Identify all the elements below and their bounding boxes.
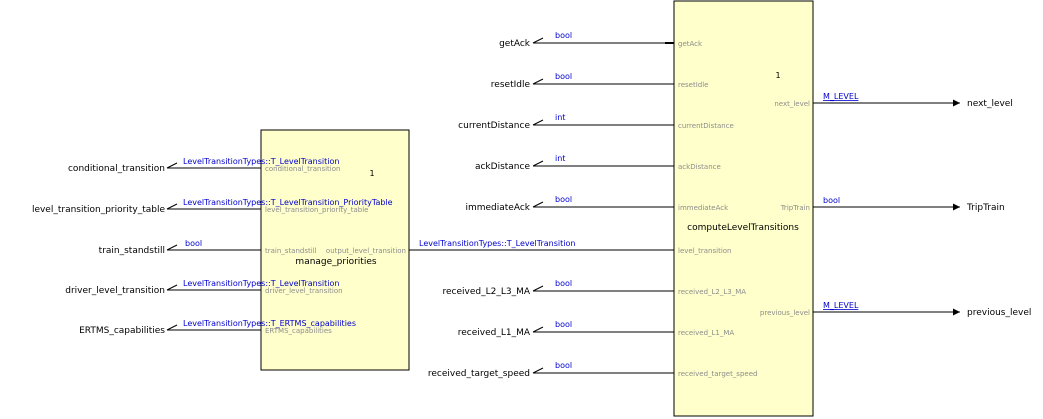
port-train-standstill: train_standstill xyxy=(265,247,317,255)
type-label-level-transition-priority-table: LevelTransitionTypes::T_LevelTransition_… xyxy=(183,198,393,207)
signal-conditional-transition: conditional_transition xyxy=(68,164,165,174)
port-received-l1-ma: received_L1_MA xyxy=(678,329,734,337)
port-marker-getack xyxy=(665,42,674,44)
wire-tick-received-target-speed xyxy=(532,367,544,374)
port-level-transition-priority-table: level_transition_priority_table xyxy=(265,206,368,214)
wire-tick-conditional-transition xyxy=(166,162,178,169)
compute-level-transitions-box[interactable] xyxy=(673,0,814,417)
wire-tick-received-l2-l3-ma xyxy=(532,285,544,292)
port-output-level-transition: output_level_transition xyxy=(326,247,406,255)
port-level-transition: level_transition xyxy=(678,247,732,255)
signal-getack: getAck xyxy=(499,39,531,49)
wire-tick-ertms-capabilities xyxy=(166,324,178,331)
port-getack: getAck xyxy=(678,40,703,48)
type-label-train-standstill: bool xyxy=(185,239,202,248)
type-label-ertms-capabilities: LevelTransitionTypes::T_ERTMS_capabiliti… xyxy=(183,319,356,328)
type-label-output-level-transition: LevelTransitionTypes::T_LevelTransition xyxy=(419,239,575,248)
compute-level-transitions-title: computeLevelTransitions xyxy=(687,223,799,233)
wire-tick-level-transition-priority-table xyxy=(166,203,178,210)
type-label-resetidle: bool xyxy=(555,72,572,81)
signal-received-l2-l3-ma: received_L2_L3_MA xyxy=(442,287,530,297)
signal-immediateack: immediateAck xyxy=(465,203,530,213)
compute-level-transitions-block[interactable]: computeLevelTransitions 1 getAck resetIdl… xyxy=(673,0,814,417)
type-label-currentdistance: int xyxy=(555,113,565,122)
port-ackdistance: ackDistance xyxy=(678,163,721,171)
port-received-l2-l3-ma: received_L2_L3_MA xyxy=(678,288,746,296)
type-label-ackdistance: int xyxy=(555,154,565,163)
manage-priorities-instance: 1 xyxy=(369,169,374,178)
signal-triptrain: TripTrain xyxy=(966,203,1005,213)
port-conditional-transition: conditional_transition xyxy=(265,165,340,173)
type-label-driver-level-transition: LevelTransitionTypes::T_LevelTransition xyxy=(183,279,339,288)
port-immediateack: immediateAck xyxy=(678,204,729,212)
port-previous-level: previous_level xyxy=(760,309,810,317)
signal-currentdistance: currentDistance xyxy=(458,121,530,131)
type-label-previous-level: M_LEVEL xyxy=(823,301,859,310)
port-resetidle: resetIdle xyxy=(678,81,709,89)
manage-priorities-block[interactable]: manage_priorities 1 conditional_transiti… xyxy=(260,129,410,371)
wire-tick-resetidle xyxy=(532,78,544,85)
signal-ackdistance: ackDistance xyxy=(475,162,530,172)
type-label-conditional-transition: LevelTransitionTypes::T_LevelTransition xyxy=(183,157,339,166)
type-label-immediateack: bool xyxy=(555,195,572,204)
type-label-getack: bool xyxy=(555,31,572,40)
wire-tick-driver-level-transition xyxy=(166,284,178,291)
type-label-received-l1-ma: bool xyxy=(555,320,572,329)
type-label-received-l2-l3-ma: bool xyxy=(555,279,572,288)
port-received-target-speed: received_target_speed xyxy=(678,370,757,378)
wire-tick-immediateack xyxy=(532,201,544,208)
port-triptrain: TripTrain xyxy=(780,204,810,212)
port-currentdistance: currentDistance xyxy=(678,122,734,130)
compute-level-transitions-instance: 1 xyxy=(775,71,780,80)
signal-driver-level-transition: driver_level_transition xyxy=(65,286,165,296)
signal-ertms-capabilities: ERTMS_capabilities xyxy=(79,326,165,336)
port-driver-level-transition: driver_level_transition xyxy=(265,287,343,295)
manage-priorities-title: manage_priorities xyxy=(295,257,376,267)
type-label-next-level: M_LEVEL xyxy=(823,92,859,101)
type-label-received-target-speed: bool xyxy=(555,361,572,370)
wire-tick-ackdistance xyxy=(532,160,544,167)
signal-level-transition-priority-table: level_transition_priority_table xyxy=(32,205,166,215)
signal-next-level: next_level xyxy=(967,99,1013,109)
signal-received-target-speed: received_target_speed xyxy=(428,369,530,379)
signal-received-l1-ma: received_L1_MA xyxy=(458,328,531,338)
signal-resetidle: resetIdle xyxy=(491,80,531,90)
type-label-triptrain: bool xyxy=(823,196,840,205)
wire-tick-train-standstill xyxy=(166,244,178,251)
signal-previous-level: previous_level xyxy=(967,308,1031,318)
port-next-level: next_level xyxy=(774,100,810,108)
manage-priorities-box[interactable] xyxy=(260,129,410,371)
wire-tick-received-l1-ma xyxy=(532,326,544,333)
wire-tick-currentdistance xyxy=(532,119,544,126)
signal-train-standstill: train_standstill xyxy=(99,246,165,256)
wire-tick-getack xyxy=(532,37,544,44)
port-ertms-capabilities: ERTMS_capabilities xyxy=(265,327,332,335)
